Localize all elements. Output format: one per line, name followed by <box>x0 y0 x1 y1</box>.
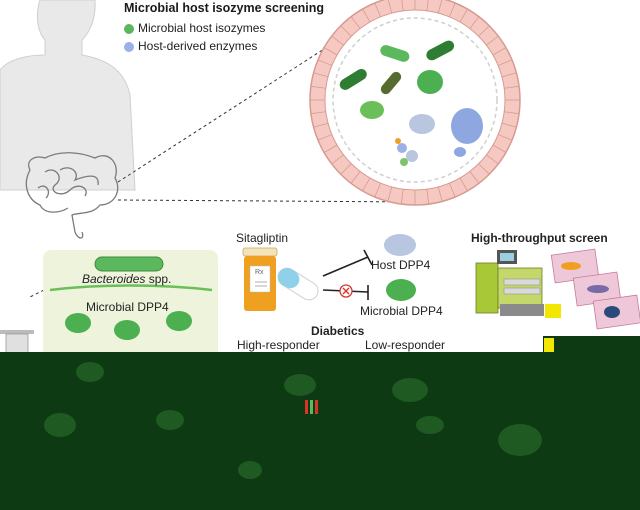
well-plates-icon <box>550 248 640 330</box>
rim-cell-divider <box>331 35 344 46</box>
rim-cell-divider <box>323 47 338 56</box>
gut-bacteria <box>339 40 483 166</box>
rim-cell-divider <box>340 25 352 37</box>
rim-cell-divider <box>459 8 468 23</box>
rim-cell-divider <box>331 154 344 165</box>
rim-cell-divider <box>492 144 507 153</box>
rim-cell-divider <box>437 186 443 202</box>
rim-cell-divider <box>310 85 326 89</box>
rim-cell-divider <box>313 72 329 78</box>
rim-cell-divider <box>350 16 361 29</box>
rim-cell-divider <box>449 182 456 198</box>
rim-cell-divider <box>401 0 404 11</box>
drug-label: Sitagliptin <box>236 231 289 245</box>
rx-mark: Rx <box>255 269 264 276</box>
legend-dot-microbial <box>124 24 134 34</box>
host-dpp4-label: Host DPP4 <box>371 258 431 272</box>
rim-cell-divider <box>317 134 333 141</box>
rim-cell-divider <box>478 163 490 175</box>
rim-cell-divider <box>469 16 480 29</box>
sitagliptin-icon <box>242 247 319 311</box>
rim-cell-divider <box>478 25 490 37</box>
rim-cell-divider <box>426 0 429 11</box>
rim-cell-divider <box>362 8 371 23</box>
rim-cell-divider <box>362 177 371 192</box>
rim-cell-divider <box>501 122 517 128</box>
rim-cell-divider <box>340 163 352 175</box>
rim-cell-divider <box>504 85 520 89</box>
host-dpp4-icon <box>384 234 416 256</box>
screen-label: High-throughput screen <box>471 231 608 245</box>
bacteroides-suffix: spp. <box>145 272 172 286</box>
legend-label-host: Host-derived enzymes <box>138 39 258 53</box>
page-title: Microbial host isozyme screening <box>124 1 325 15</box>
rim-cell-divider <box>469 171 480 184</box>
microbial-dpp4-label: Microbial DPP4 <box>360 304 443 318</box>
rim-cell-divider <box>459 177 468 192</box>
rim-cell-divider <box>323 144 338 153</box>
gut-lumen-circle <box>309 0 521 206</box>
bacteroides-panel <box>43 250 218 360</box>
rim-cell-divider <box>387 0 393 14</box>
screening-machine-icon <box>475 250 561 318</box>
test-tube-icon <box>0 330 34 355</box>
rim-cell-divider <box>449 2 456 18</box>
rim-cell-divider <box>437 0 443 14</box>
rim-cell-divider <box>317 59 333 66</box>
low-responder-label: Low-responder <box>365 338 446 352</box>
rim-cell-divider <box>504 111 520 115</box>
rim-cell-divider <box>313 122 329 128</box>
occluded-blobs <box>44 362 542 479</box>
legend-dot-host <box>124 42 134 52</box>
high-responder-label: High-responder <box>237 338 320 352</box>
legend-label-microbial: Microbial host isozymes <box>138 21 266 35</box>
rim-cell-divider <box>497 59 513 66</box>
rim-cell-divider <box>374 2 381 18</box>
intestine-icon <box>25 152 119 239</box>
panel-microbial-dpp4-label: Microbial DPP4 <box>86 300 169 314</box>
rim-cell-divider <box>400 189 404 205</box>
bacteroides-label: Bacteroides spp. <box>82 272 171 286</box>
bacteroides-genus: Bacteroides <box>82 272 146 286</box>
rim-cell-divider <box>426 189 430 205</box>
rim-cell-divider <box>374 182 381 198</box>
rim-cell-divider <box>497 134 513 141</box>
diabetics-title: Diabetics <box>311 324 365 338</box>
rim-cell-divider <box>492 47 507 56</box>
rim-cell-divider <box>501 72 517 78</box>
human-silhouette <box>0 0 136 191</box>
rim-cell-divider <box>350 171 361 184</box>
microbial-dpp4-icon <box>386 279 416 301</box>
blocked-x-icon <box>339 284 353 298</box>
rim-cell-divider <box>387 186 393 202</box>
rim-cell-divider <box>486 35 499 46</box>
occluded-marker <box>305 400 318 414</box>
rim-cell-divider <box>310 111 326 115</box>
rim-cell-divider <box>486 154 499 165</box>
